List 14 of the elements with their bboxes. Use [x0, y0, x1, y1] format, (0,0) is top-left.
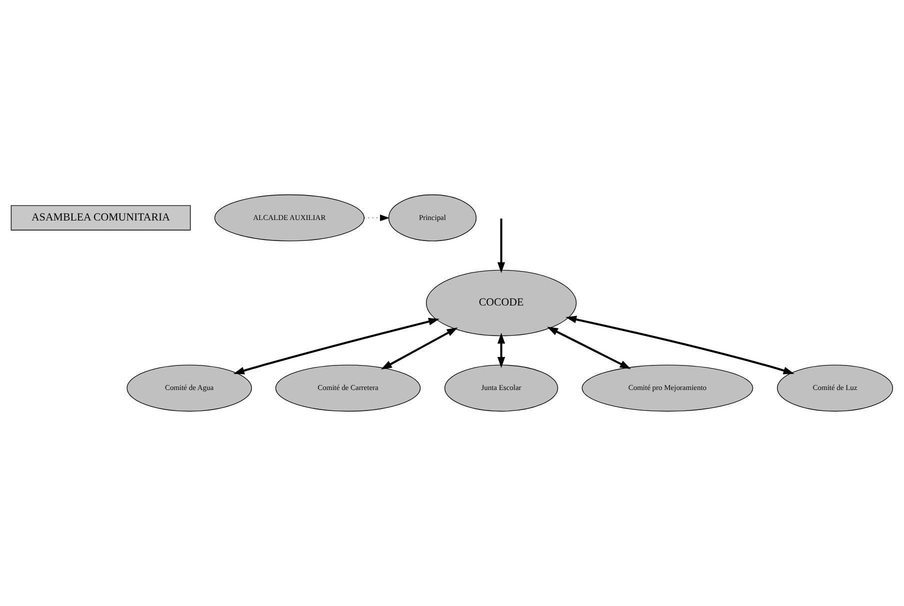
- node-ellipse: Comité de Agua: [126, 364, 252, 412]
- node-ellipse: ALCALDE AUXILIAR: [214, 194, 364, 242]
- arrow: [497, 332, 506, 368]
- node-ellipse: Principal: [388, 194, 477, 242]
- node-ellipse: Junta Escolar: [444, 364, 558, 412]
- arrow: [233, 318, 440, 374]
- node-ellipse: Comité de Carretera: [275, 364, 421, 412]
- arrow: [380, 327, 458, 370]
- arrow: [497, 218, 506, 274]
- arrow: [547, 326, 631, 370]
- node-ellipse: Comité pro Mejoramiento: [582, 364, 754, 412]
- arrow: [364, 214, 390, 222]
- arrow: [566, 316, 794, 374]
- node-box: ASAMBLEA COMUNITARIA: [10, 205, 191, 230]
